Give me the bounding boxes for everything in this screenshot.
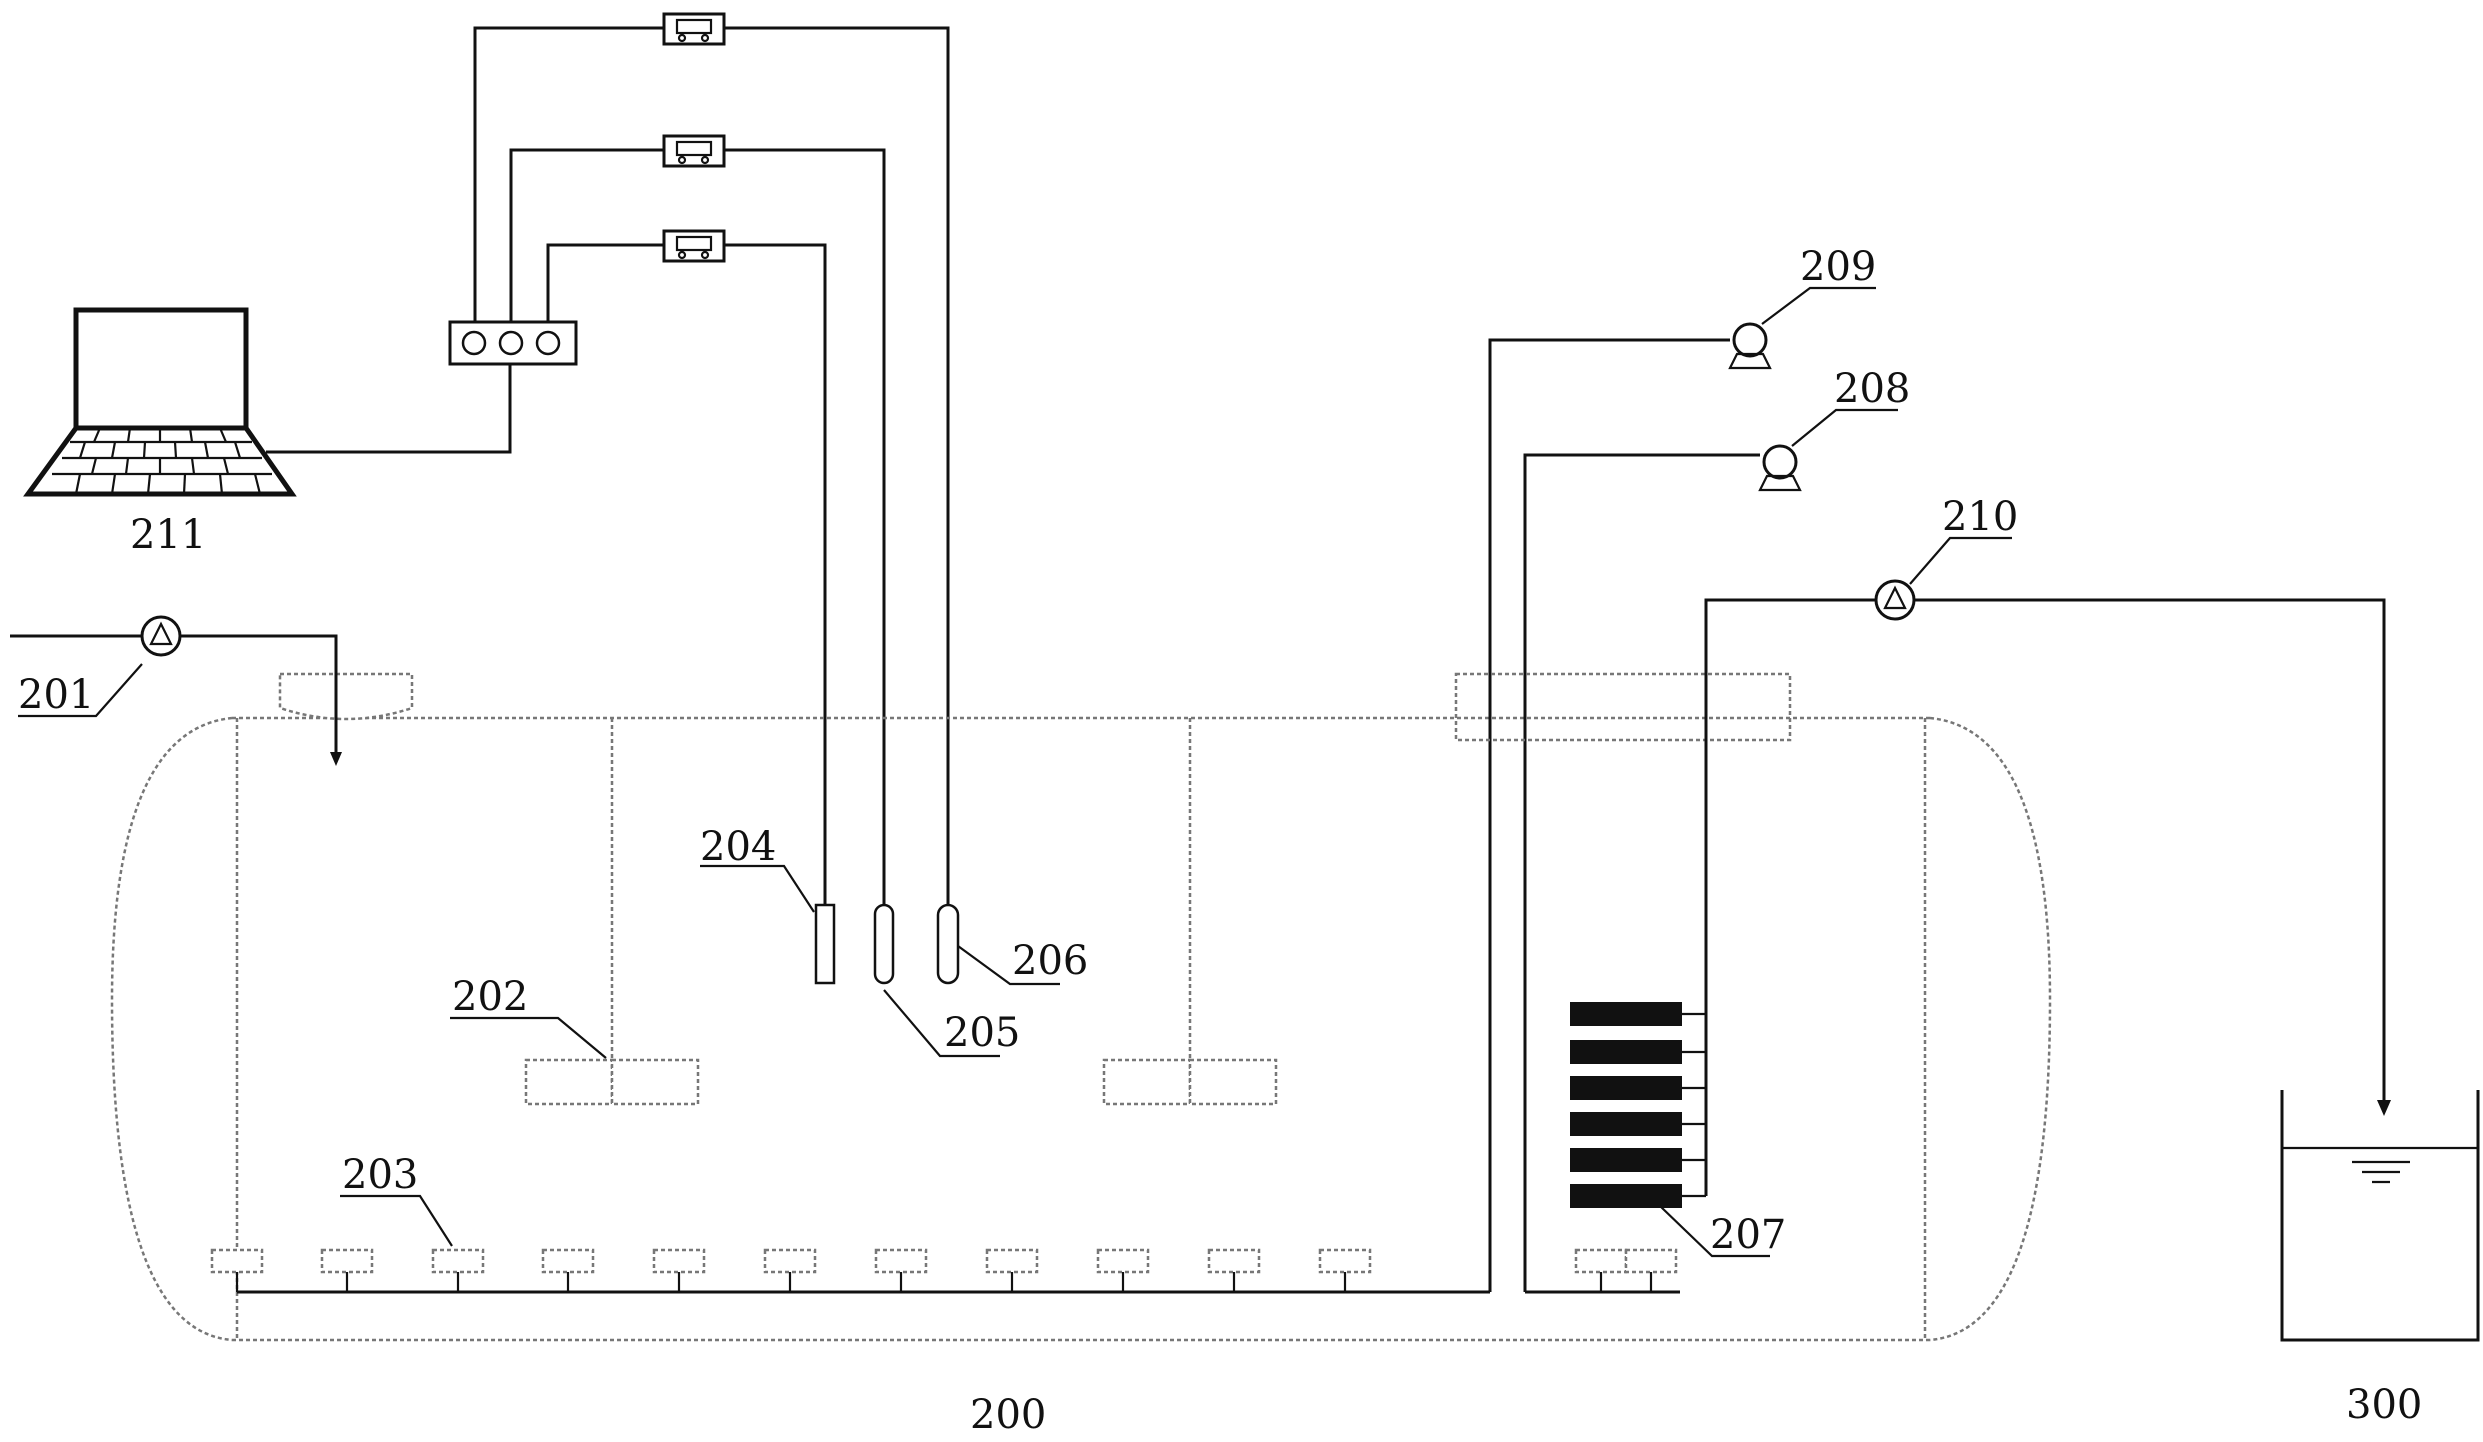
label-202: 202 — [452, 974, 528, 1020]
meter-icon — [662, 134, 726, 168]
leader-202 — [450, 1016, 607, 1059]
air-line-209 — [1488, 338, 1730, 1292]
keyboard-grid — [52, 427, 272, 495]
probe-206 — [936, 903, 960, 985]
feed-arrow — [330, 752, 342, 766]
probe-204 — [814, 903, 836, 985]
probe-205 — [873, 903, 895, 985]
cable-204-to-probe — [724, 243, 827, 905]
feed-line-to-tank — [180, 634, 338, 760]
membrane-modules — [1570, 1002, 1706, 1208]
laptop-icon — [23, 307, 297, 497]
label-300: 300 — [2346, 1382, 2422, 1428]
label-200: 200 — [970, 1392, 1046, 1438]
controller-hub-icon — [448, 320, 578, 366]
leader-203 — [340, 1194, 453, 1247]
air-line-208 — [1523, 453, 1760, 1292]
mixer-blade — [524, 1058, 614, 1106]
computer-cable — [266, 360, 512, 454]
leader-209 — [1761, 286, 1876, 325]
reactor-tank — [110, 716, 2052, 1342]
leader-210 — [1909, 536, 2012, 585]
label-208: 208 — [1834, 366, 1910, 412]
pump-icon — [140, 615, 182, 657]
label-206: 206 — [1012, 938, 1088, 984]
cable-205 — [509, 148, 664, 322]
label-209: 209 — [1800, 244, 1876, 290]
mixer-blade — [1102, 1058, 1192, 1106]
effluent-tank — [2280, 1090, 2480, 1342]
mixer-blade — [610, 1058, 700, 1106]
pump-icon — [1758, 444, 1802, 492]
label-211: 211 — [130, 512, 206, 558]
diffuser-row — [210, 1248, 1372, 1292]
meter-icon — [662, 12, 726, 46]
label-201: 201 — [18, 672, 94, 718]
label-207: 207 — [1710, 1212, 1786, 1258]
cable-206-to-probe — [724, 26, 950, 905]
leader-208 — [1791, 408, 1898, 447]
label-203: 203 — [342, 1152, 418, 1198]
pump-icon — [1728, 322, 1772, 370]
label-205: 205 — [944, 1010, 1020, 1056]
leader-204 — [700, 864, 815, 913]
leader-207 — [1659, 1205, 1770, 1258]
membrane-diffuser — [1624, 1248, 1678, 1274]
membrane-diffuser — [1574, 1248, 1628, 1274]
cable-205-to-probe — [724, 148, 886, 905]
meter-icon — [662, 229, 726, 263]
permeate-line — [1704, 598, 1876, 1196]
cable-206 — [473, 26, 664, 322]
inlet-nozzle — [278, 672, 414, 721]
label-210: 210 — [1942, 494, 2018, 540]
permeate-arrow — [2377, 1100, 2391, 1116]
leader-206 — [957, 945, 1060, 986]
manifold-box — [1454, 672, 1792, 742]
leader-201 — [18, 663, 143, 718]
mixer-blade — [1188, 1058, 1278, 1106]
permeate-line-to-tank — [1914, 598, 2386, 1110]
pump-icon — [1874, 579, 1916, 621]
label-204: 204 — [700, 824, 776, 870]
cable-204 — [546, 243, 664, 322]
leader-205 — [883, 989, 1000, 1058]
